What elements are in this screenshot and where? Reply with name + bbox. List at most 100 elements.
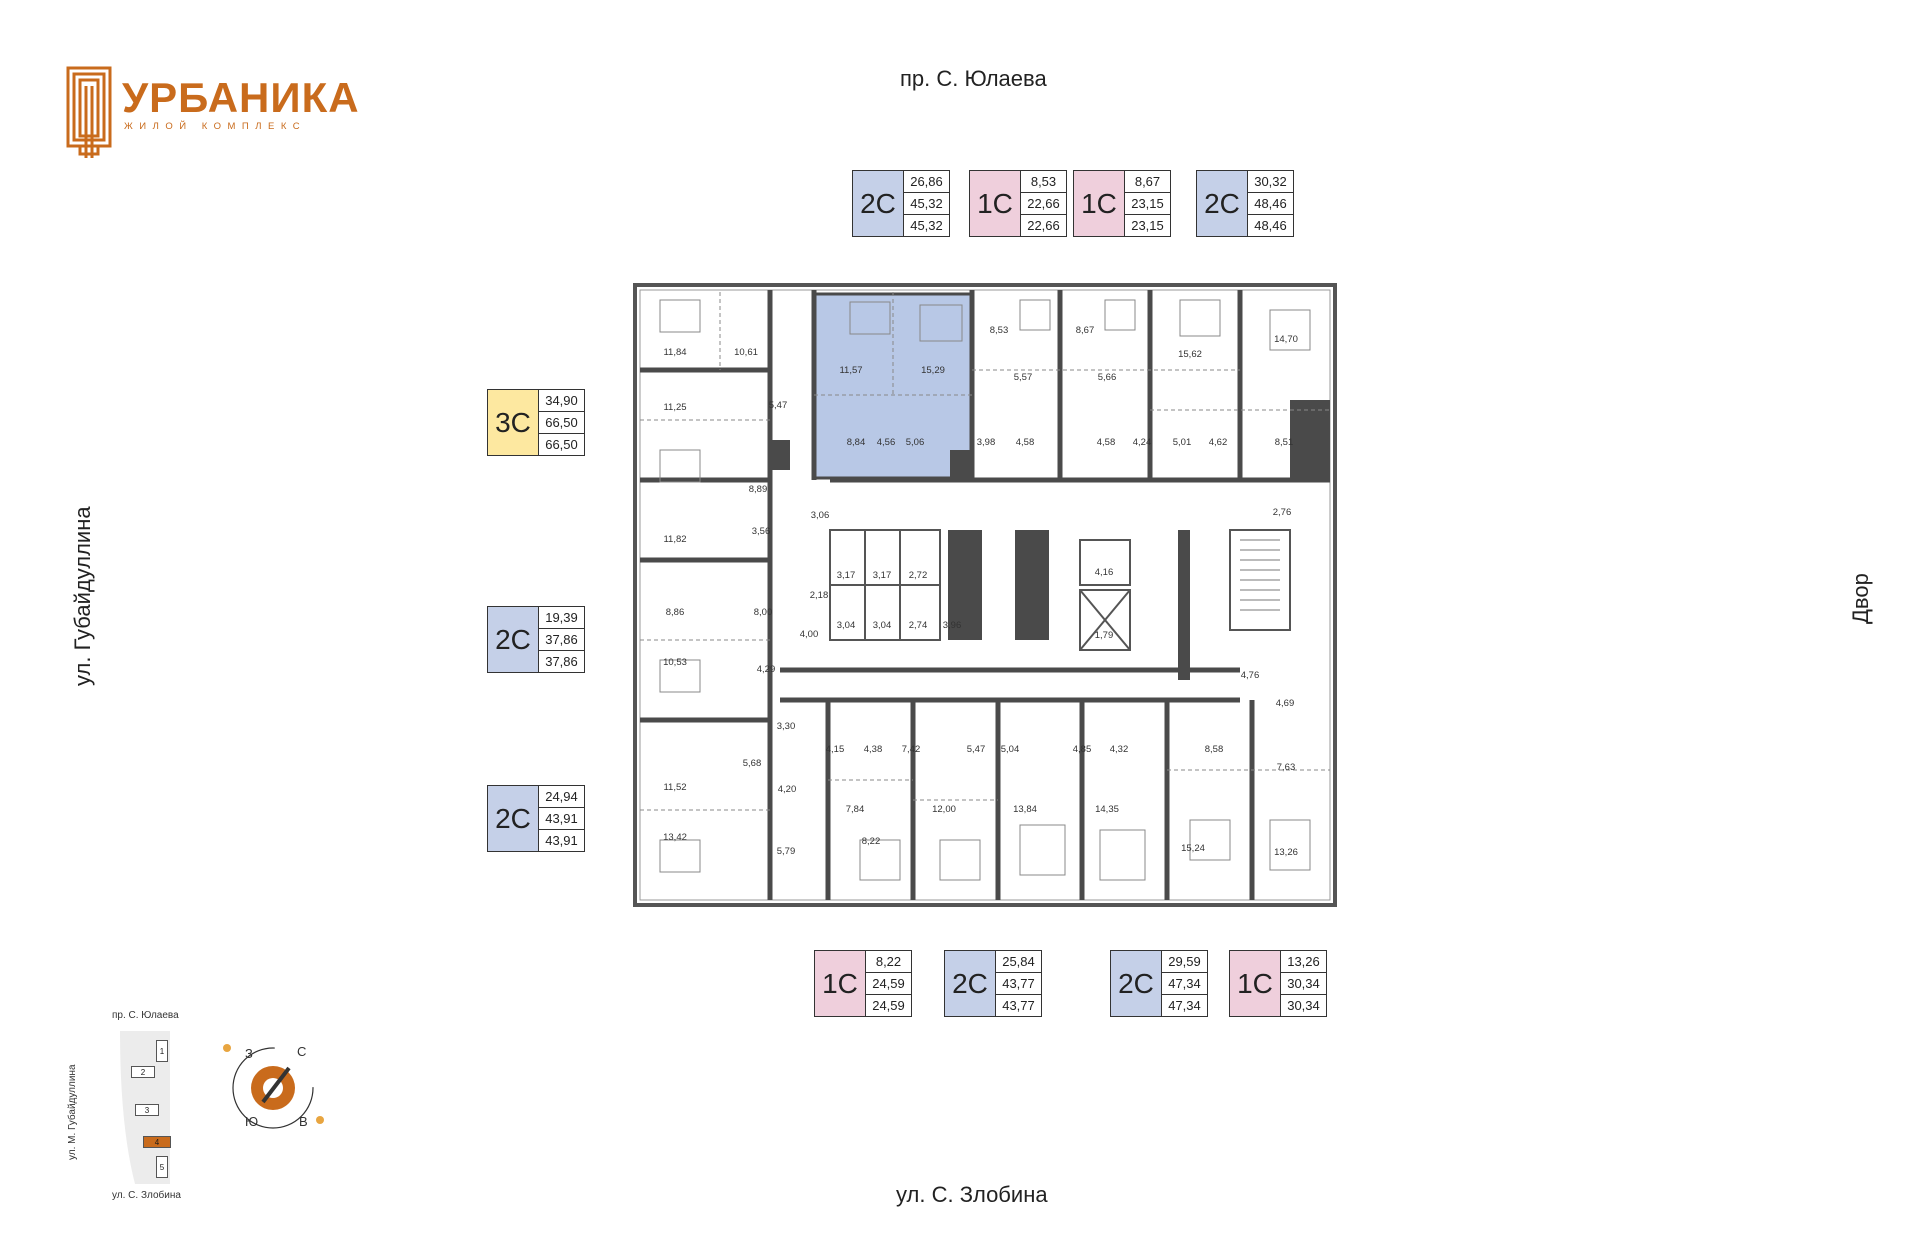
room-area-label: 12,00 bbox=[932, 804, 956, 815]
apartment-badge-top-4[interactable]: 2С 30,32 48,46 48,46 bbox=[1196, 170, 1294, 237]
room-area-label: 4,00 bbox=[800, 629, 819, 640]
compass-east: В bbox=[299, 1114, 308, 1129]
total-area-with-balcony: 47,34 bbox=[1162, 994, 1207, 1016]
living-area: 26,86 bbox=[910, 174, 943, 189]
apartment-badge-top-2[interactable]: 1С 8,53 22,66 22,66 bbox=[969, 170, 1067, 237]
apartment-type-code: 1С bbox=[814, 950, 866, 1017]
compass-south: Ю bbox=[245, 1114, 259, 1129]
total-area-with-balcony: 43,77 bbox=[996, 994, 1041, 1016]
apartment-badge-bottom-4[interactable]: 1С 13,26 30,34 30,34 bbox=[1229, 950, 1327, 1017]
living-area: 30,32 bbox=[1254, 174, 1287, 189]
total-area-with-balcony: 37,86 bbox=[539, 650, 584, 672]
room-area-label: 8,84 bbox=[847, 437, 866, 448]
street-east: Двор bbox=[1848, 573, 1873, 624]
room-area-label: 4,76 bbox=[1241, 670, 1260, 681]
total-area: 37,86 bbox=[539, 628, 584, 650]
room-area-label: 15,62 bbox=[1178, 349, 1202, 360]
living-area: 24,94 bbox=[545, 789, 578, 804]
apartment-areas: 29,59 47,34 47,34 bbox=[1162, 950, 1208, 1017]
total-area: 66,50 bbox=[539, 411, 584, 433]
street-west: ул. Губайдуллина bbox=[70, 506, 95, 686]
room-area-label: 13,42 bbox=[663, 832, 687, 843]
room-area-label: 4,58 bbox=[1097, 437, 1116, 448]
total-area: 47,34 bbox=[1162, 972, 1207, 994]
room-area-label: 2,76 bbox=[1273, 507, 1292, 518]
room-area-label: 3,96 bbox=[943, 620, 962, 631]
compass-north: С bbox=[297, 1044, 307, 1059]
logo bbox=[66, 66, 306, 162]
site-plan-building-4-selected[interactable]: 4 bbox=[143, 1136, 171, 1148]
apartment-badge-left-3[interactable]: 2С 24,94 43,91 43,91 bbox=[487, 785, 585, 852]
room-area-label: 3,04 bbox=[837, 620, 856, 631]
room-area-label: 4,38 bbox=[864, 744, 883, 755]
compass-icon bbox=[223, 1044, 324, 1129]
total-area: 43,77 bbox=[996, 972, 1041, 994]
apartment-areas: 13,26 30,34 30,34 bbox=[1281, 950, 1327, 1017]
room-area-label: 8,86 bbox=[666, 607, 685, 618]
room-area-label: 8,89 bbox=[749, 484, 768, 495]
site-plan-building-5[interactable]: 5 bbox=[156, 1156, 168, 1178]
room-area-label: 11,57 bbox=[839, 365, 862, 376]
living-area: 19,39 bbox=[545, 610, 578, 625]
apartment-areas: 8,22 24,59 24,59 bbox=[866, 950, 912, 1017]
site-plan-building-1[interactable]: 1 bbox=[156, 1040, 168, 1062]
room-area-label: 5,06 bbox=[906, 437, 925, 448]
living-area: 29,59 bbox=[1168, 954, 1201, 969]
total-area: 30,34 bbox=[1281, 972, 1326, 994]
apartment-areas: 19,39 37,86 37,86 bbox=[539, 606, 585, 673]
room-area-label: 5,57 bbox=[1014, 372, 1033, 383]
room-area-label: 13,26 bbox=[1274, 847, 1298, 858]
total-area-with-balcony: 23,15 bbox=[1125, 214, 1170, 236]
room-area-label: 3,17 bbox=[837, 570, 856, 581]
living-area: 8,22 bbox=[875, 954, 902, 969]
site-plan: пр. С. Юлаева ул. С. Злобина ул. М. Губа… bbox=[55, 1010, 235, 1210]
room-area-label: 8,22 bbox=[862, 836, 881, 847]
total-area-with-balcony: 22,66 bbox=[1021, 214, 1066, 236]
site-plan-building-2[interactable]: 2 bbox=[131, 1066, 155, 1078]
apartment-type-code: 3С bbox=[487, 389, 539, 456]
total-area: 24,59 bbox=[866, 972, 911, 994]
room-area-label: 4,85 bbox=[1073, 744, 1092, 755]
total-area: 48,46 bbox=[1248, 192, 1293, 214]
apartment-type-code: 2С bbox=[487, 606, 539, 673]
apartment-badge-bottom-3[interactable]: 2С 29,59 47,34 47,34 bbox=[1110, 950, 1208, 1017]
total-area-with-balcony: 45,32 bbox=[904, 214, 949, 236]
street-south: ул. С. Злобина bbox=[896, 1182, 1048, 1207]
apartment-areas: 26,86 45,32 45,32 bbox=[904, 170, 950, 237]
room-area-label: 2,72 bbox=[909, 570, 928, 581]
room-area-label: 11,25 bbox=[663, 402, 686, 413]
room-area-label: 3,06 bbox=[811, 510, 830, 521]
living-area: 8,67 bbox=[1134, 174, 1161, 189]
compass-west: З bbox=[245, 1046, 253, 1061]
room-area-label: 7,84 bbox=[846, 804, 865, 815]
apartment-badge-top-1[interactable]: 2С 26,86 45,32 45,32 bbox=[852, 170, 950, 237]
site-plan-building-3[interactable]: 3 bbox=[135, 1104, 159, 1116]
apartment-type-code: 2С bbox=[487, 785, 539, 852]
room-area-label: 2,74 bbox=[909, 620, 928, 631]
room-area-label: 10,61 bbox=[734, 347, 758, 358]
room-area-label: 10,53 bbox=[663, 657, 687, 668]
apartment-type-code: 2С bbox=[1196, 170, 1248, 237]
total-area-with-balcony: 48,46 bbox=[1248, 214, 1293, 236]
apartment-areas: 8,67 23,15 23,15 bbox=[1125, 170, 1171, 237]
apartment-areas: 25,84 43,77 43,77 bbox=[996, 950, 1042, 1017]
living-area: 13,26 bbox=[1287, 954, 1320, 969]
apartment-type-code: 2С bbox=[1110, 950, 1162, 1017]
room-area-label: 5,47 bbox=[769, 400, 788, 411]
room-area-label: 4,24 bbox=[1133, 437, 1152, 448]
apartment-badge-top-3[interactable]: 1С 8,67 23,15 23,15 bbox=[1073, 170, 1171, 237]
apartment-type-code: 1С bbox=[1073, 170, 1125, 237]
apartment-badge-bottom-2[interactable]: 2С 25,84 43,77 43,77 bbox=[944, 950, 1042, 1017]
room-area-label: 8,58 bbox=[1205, 744, 1224, 755]
total-area: 23,15 bbox=[1125, 192, 1170, 214]
room-area-label: 4,15 bbox=[826, 744, 845, 755]
room-area-label: 3,56 bbox=[752, 526, 771, 537]
apartment-badge-bottom-1[interactable]: 1С 8,22 24,59 24,59 bbox=[814, 950, 912, 1017]
room-area-label: 5,04 bbox=[1001, 744, 1020, 755]
room-area-label: 3,98 bbox=[977, 437, 996, 448]
apartment-badge-left-1[interactable]: 3С 34,90 66,50 66,50 bbox=[487, 389, 585, 456]
total-area-with-balcony: 30,34 bbox=[1281, 994, 1326, 1016]
compass: С З Ю В bbox=[215, 1030, 335, 1150]
apartment-badge-left-2[interactable]: 2С 19,39 37,86 37,86 bbox=[487, 606, 585, 673]
